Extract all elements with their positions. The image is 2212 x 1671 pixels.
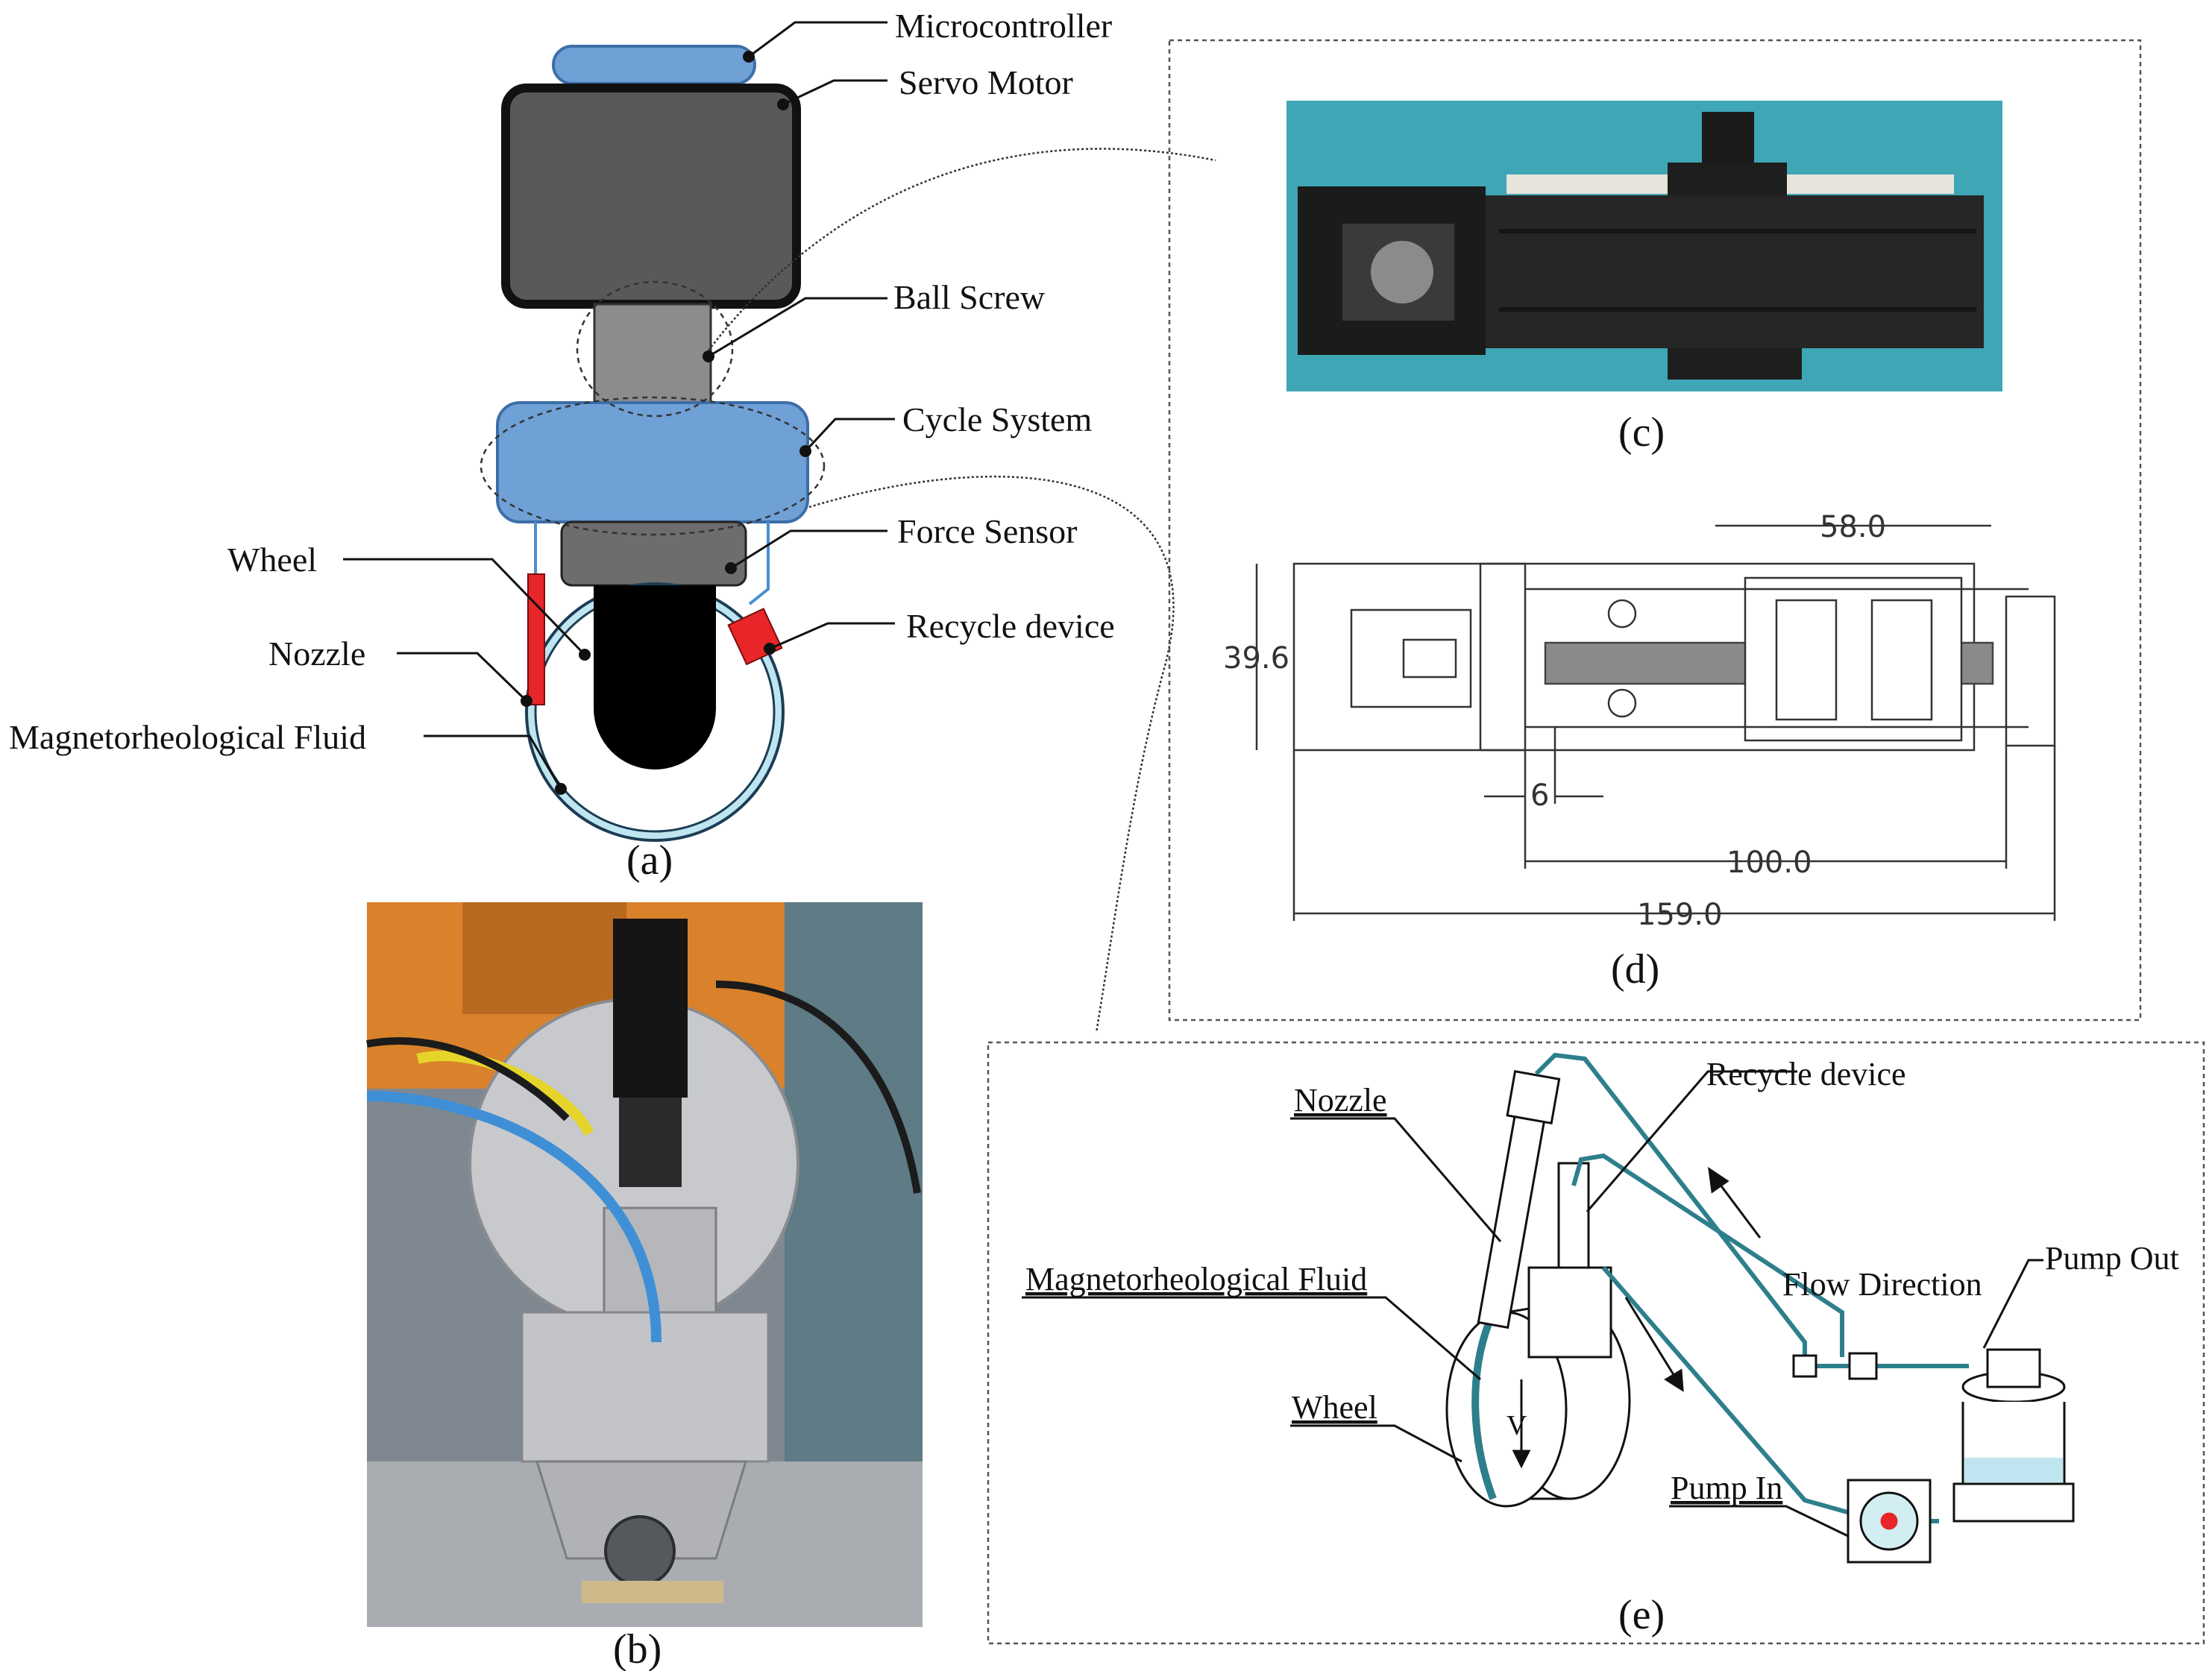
dim-58-label: 58.0 <box>1820 510 1886 544</box>
e-leader-wheel <box>1290 1424 1462 1463</box>
e-label-wheel: Wheel <box>1292 1389 1377 1426</box>
caption-c: (c) <box>1618 409 1665 456</box>
e-housing <box>1527 1266 1612 1359</box>
connector-curve-upper <box>708 148 1216 351</box>
e-leader-pump-in <box>1669 1505 1849 1538</box>
photo-ball-screw <box>619 1098 682 1187</box>
panel-e-text: Nozzle Recycle device Flow Direction Pum… <box>1025 1056 2179 1638</box>
photo-wheel-bracket <box>535 1460 748 1560</box>
ball-screw-highlight <box>576 280 734 418</box>
label-servo-motor: Servo Motor <box>899 63 1073 101</box>
e-flow-arrow-down-head <box>1664 1368 1684 1392</box>
e-pump-out-liquid <box>1964 1458 2063 1482</box>
drawing-carriage-block-1 <box>1775 599 1838 721</box>
e-fluid-ribbon <box>1471 1318 1497 1500</box>
e-pump-out-cap <box>1986 1348 2041 1388</box>
panel-cd-frame <box>1168 39 2142 1022</box>
wheel-arm <box>594 585 716 770</box>
photo-c-top-tab <box>1702 112 1754 163</box>
microcontroller-shape <box>552 45 756 85</box>
e-flow-arrow-down <box>1624 1297 1678 1380</box>
panel-d-text: 58.0 39.6 6 100.0 159.0 (d) <box>1223 510 1886 992</box>
photo-servo-body <box>613 919 688 1098</box>
caption-e: (e) <box>1618 1592 1665 1638</box>
e-leader-recycle <box>1586 1070 1797 1212</box>
e-tube-recycle <box>1571 1153 1844 1357</box>
e-label-recycle-device: Recycle device <box>1706 1056 1906 1092</box>
label-microcontroller: Microcontroller <box>895 7 1112 45</box>
photo-wheel <box>604 1515 676 1587</box>
caption-b: (b) <box>613 1626 662 1671</box>
panel-e <box>1022 1052 2075 1564</box>
e-label-velocity: V <box>1506 1410 1527 1441</box>
photo-sample-strip <box>582 1581 723 1603</box>
e-velocity-arrow-head <box>1512 1450 1531 1469</box>
label-cycle-system: Cycle System <box>902 400 1092 438</box>
e-flow-arrow-up-head <box>1708 1166 1729 1194</box>
panel-a: Microcontroller Servo Motor Ball Screw C… <box>9 7 1115 884</box>
e-coupler <box>1848 1352 1878 1380</box>
e-tee-connector <box>1792 1354 1817 1378</box>
label-wheel: Wheel <box>227 541 317 579</box>
label-force-sensor: Force Sensor <box>897 512 1077 550</box>
drawing-coupling <box>1402 638 1457 679</box>
dim-39-label: 39.6 <box>1223 641 1289 676</box>
cycle-system-shape <box>496 401 809 523</box>
nozzle-shape <box>527 573 545 705</box>
recycle-tube <box>748 522 770 605</box>
e-leader-pump-out <box>1982 1259 2043 1349</box>
photo-c-coupling <box>1371 241 1433 303</box>
ball-screw-shape <box>593 303 712 410</box>
drawing-bearing-top <box>1607 599 1637 629</box>
cycle-system-highlight <box>480 396 826 536</box>
panel-c: (c) <box>1286 101 2002 456</box>
e-nozzle-head <box>1506 1070 1561 1125</box>
label-nozzle: Nozzle <box>268 635 365 673</box>
e-leader-nozzle <box>1290 1117 1502 1242</box>
drawing-end-cap <box>1479 562 1527 752</box>
photo-lower-assembly <box>521 1311 770 1463</box>
e-label-nozzle: Nozzle <box>1294 1082 1387 1118</box>
panel-d <box>1255 524 2056 921</box>
label-mr-fluid: Magnetorheological Fluid <box>9 718 366 756</box>
drawing-right-cap <box>2005 595 2056 747</box>
drawing-carriage-block-2 <box>1870 599 1933 721</box>
e-label-flow-direction: Flow Direction <box>1782 1266 1982 1303</box>
photo-black-cable <box>366 1037 570 1121</box>
label-ball-screw: Ball Screw <box>893 278 1046 316</box>
drawing-motor-window <box>1350 608 1472 708</box>
caption-a: (a) <box>626 837 673 884</box>
e-leader-mr-fluid <box>1022 1296 1481 1381</box>
servo-motor-shape <box>501 84 801 309</box>
e-pump-out-base <box>1952 1482 2075 1523</box>
e-tube-nozzle-feed <box>1534 1052 1807 1357</box>
e-label-pump-out: Pump Out <box>2045 1240 2179 1277</box>
panel-e-frame <box>987 1041 2205 1645</box>
caption-d: (d) <box>1611 946 1659 992</box>
photo-black-cable-right <box>715 981 921 1194</box>
photo-c-carriage <box>1668 163 1787 200</box>
e-flow-arrow-up <box>1714 1177 1762 1239</box>
drawing-bearing-bottom <box>1607 688 1637 718</box>
panel-b: (b) <box>366 902 923 1671</box>
force-sensor-shape <box>560 520 747 587</box>
label-recycle-device: Recycle device <box>906 607 1115 645</box>
photo-orange-shade <box>462 902 626 1014</box>
dim-6-label: 6 <box>1530 778 1549 813</box>
e-label-pump-in: Pump In <box>1671 1470 1782 1506</box>
dim-100-label: 100.0 <box>1726 846 1812 880</box>
dim-159-label: 159.0 <box>1637 898 1723 932</box>
e-label-mr-fluid: Magnetorheological Fluid <box>1025 1261 1367 1297</box>
photo-c-main-rail <box>1486 195 1984 348</box>
photo-blue-cable <box>366 1091 662 1343</box>
e-pump-in-hub <box>1880 1512 1898 1530</box>
photo-yellow-cable <box>416 1051 594 1136</box>
